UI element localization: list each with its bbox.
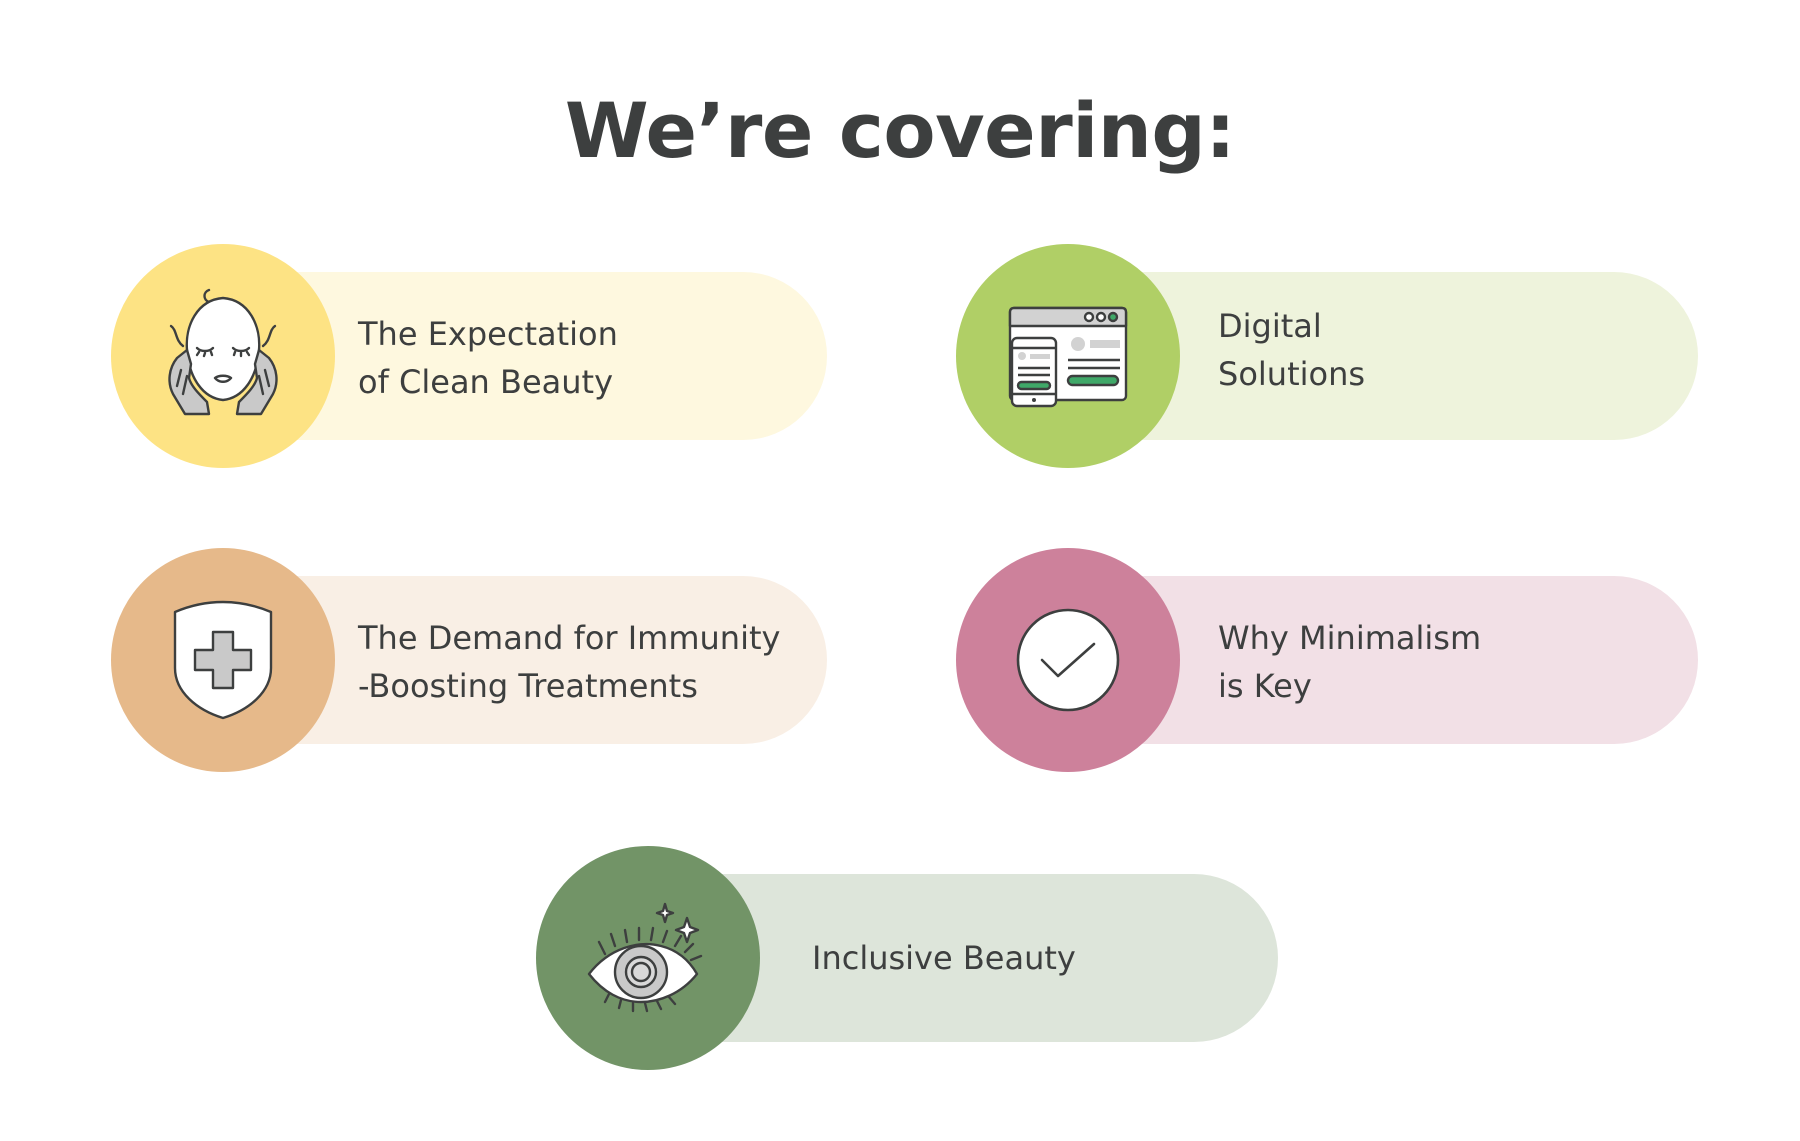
browser-mobile-icon: [1008, 306, 1128, 408]
page-title: We’re covering:: [564, 86, 1236, 175]
topic-digital-solutions: Digital Solutions: [956, 244, 1698, 468]
topic-label-line-1: Why Minimalism: [1218, 619, 1482, 657]
topic-minimalism: Why Minimalism is Key: [956, 548, 1698, 772]
topic-icon-circle: [956, 548, 1180, 772]
topic-pill: [241, 272, 827, 440]
topic-label-line-1: The Expectation: [358, 315, 618, 353]
topic-icon-circle: [111, 244, 335, 468]
shield-cross-icon: [173, 600, 273, 720]
topic-label-line-1: Digital: [1218, 307, 1322, 345]
topic-label-line-1: Inclusive Beauty: [812, 939, 1076, 977]
topic-label: The Demand for Immunity -Boosting Treatm…: [358, 614, 780, 710]
eye-sparkle-icon: [587, 902, 703, 1013]
topic-label: The Expectation of Clean Beauty: [358, 310, 618, 406]
topic-label: Why Minimalism is Key: [1218, 614, 1481, 710]
topic-label-line-2: Solutions: [1218, 355, 1366, 393]
topic-clean-beauty: The Expectation of Clean Beauty: [111, 244, 827, 468]
topic-label: Digital Solutions: [1218, 302, 1365, 398]
topic-immunity-boosting: The Demand for Immunity -Boosting Treatm…: [111, 548, 827, 772]
topic-label-line-2: -Boosting Treatments: [358, 667, 698, 705]
topic-label-line-2: of Clean Beauty: [358, 363, 614, 401]
topic-icon-circle: [536, 846, 760, 1070]
topic-pill: [666, 874, 1278, 1042]
topic-inclusive-beauty: Inclusive Beauty: [536, 846, 1278, 1070]
topic-pill: [1086, 576, 1698, 744]
topic-icon-circle: [956, 244, 1180, 468]
topic-label-line-1: The Demand for Immunity: [358, 619, 781, 657]
topic-label: Inclusive Beauty: [812, 934, 1076, 982]
face-hands-icon: [168, 288, 278, 416]
topic-label-line-2: is Key: [1218, 667, 1312, 705]
topic-pill: [241, 576, 827, 744]
check-circle-icon: [1016, 608, 1120, 712]
topic-pill: [1086, 272, 1698, 440]
topic-icon-circle: [111, 548, 335, 772]
